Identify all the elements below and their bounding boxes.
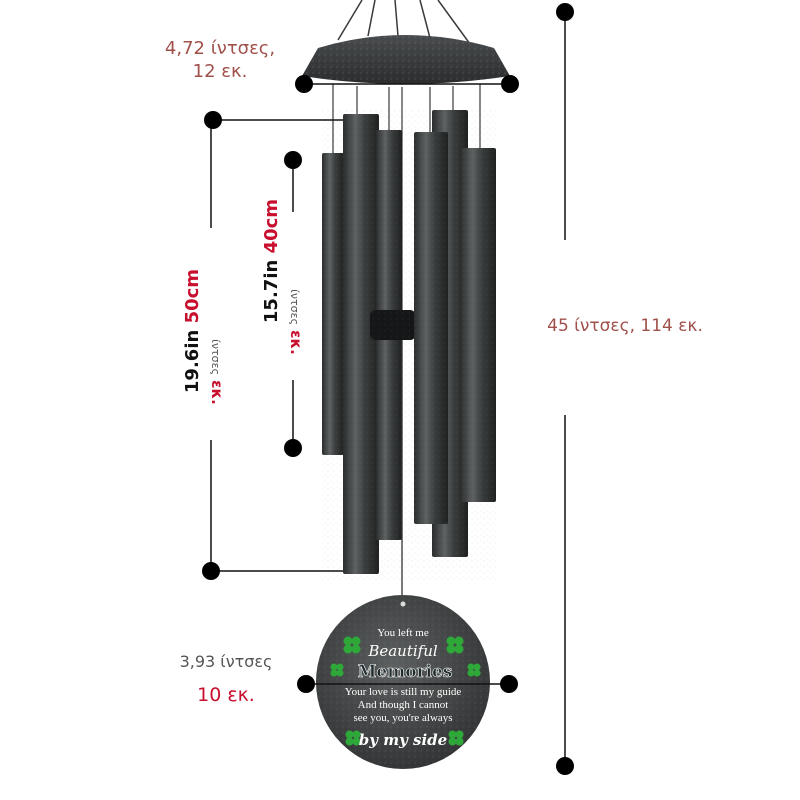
clover-icon [330, 663, 344, 677]
long-tube-label-greek: ίντσες εκ. [186, 312, 226, 432]
plaque-text: You left me Beautiful Memories Your love… [345, 627, 462, 749]
hanging-strings [337, 0, 471, 45]
canopy [302, 35, 510, 84]
short-tube-label-greek: ίντσες εκ. [265, 267, 305, 377]
clover-decorations [330, 636, 481, 746]
plaque-line-6: see you, you're always [353, 712, 452, 724]
plaque-width-marker [297, 675, 518, 693]
plaque-line-1: You left me [377, 627, 429, 639]
long-tube-in-gr: ίντσες [209, 339, 222, 376]
plaque-width-cm: 10 εκ. [197, 684, 255, 706]
plaque-line-7: by my side [359, 731, 447, 749]
overall-length-text: 45 ίντσες, 114 εκ. [547, 316, 703, 336]
clover-icon [446, 636, 464, 654]
clover-icon [345, 730, 361, 746]
plaque-width-in: 3,93 ίντσες [179, 652, 273, 671]
long-tube-marker [202, 111, 343, 580]
long-tube-cm-gr: εκ. [208, 380, 226, 405]
short-tube-in-gr: ίντσες [288, 289, 301, 326]
plaque-line-3: Memories [358, 662, 453, 682]
plaque-line-5: And though I cannot [358, 699, 449, 711]
plaque-line-4: Your love is still my guide [345, 686, 462, 698]
overall-length-marker [556, 3, 574, 775]
clover-icon [467, 663, 481, 677]
chime-tubes [322, 110, 496, 580]
clover-icon [448, 730, 464, 746]
canopy-width-cm: 12 εκ. [192, 60, 248, 82]
clover-icon [343, 636, 361, 654]
canopy-width-in: 4,72 ίντσες, [164, 38, 276, 59]
short-tube-cm: 40cm [261, 198, 282, 254]
short-tube-cm-gr: εκ. [287, 330, 305, 355]
plaque-width-label: 3,93 ίντσες 10 εκ. [166, 652, 286, 708]
canopy-width-marker [295, 75, 519, 93]
canopy-width-label: 4,72 ίντσες, 12 εκ. [150, 38, 290, 83]
overall-length-label: 45 ίντσες, 114 εκ. [530, 316, 720, 338]
plaque-line-2: Beautiful [367, 642, 438, 660]
short-tube-marker [284, 151, 302, 457]
